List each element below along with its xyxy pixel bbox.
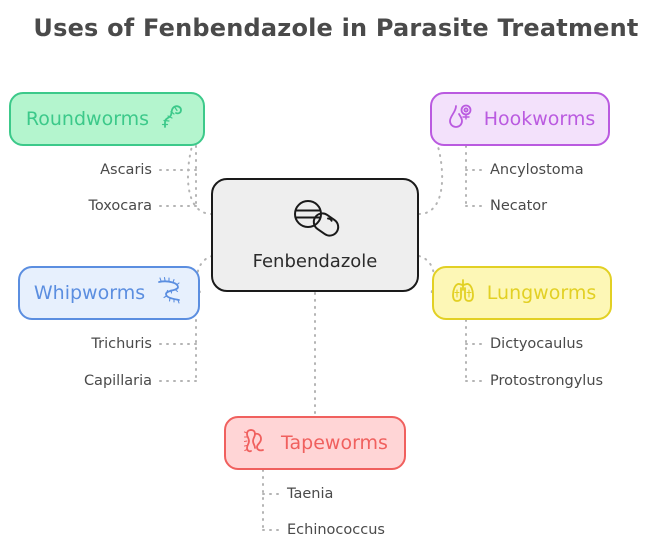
branch-node-roundworms[interactable]: Roundworms [9, 92, 205, 146]
leaf-label-capillaria: Capillaria [83, 373, 152, 389]
branch-node-whipworms[interactable]: Whipworms [18, 266, 200, 320]
whipworm-icon [154, 276, 184, 311]
leaf-label-ascaris: Ascaris [100, 162, 152, 178]
leaf-label-echinococcus: Echinococcus [287, 522, 385, 538]
lungs-icon [448, 276, 478, 311]
branch-node-tapeworms[interactable]: Tapeworms [224, 416, 406, 470]
center-node-label: Fenbendazole [252, 250, 378, 272]
leaf-label-protostrongylus: Protostrongylus [490, 373, 604, 389]
tapeworm-icon [242, 426, 272, 461]
leaf-label-necator: Necator [490, 198, 548, 214]
branch-label-roundworms: Roundworms [25, 107, 150, 130]
leaf-label-taenia: Taenia [287, 486, 334, 502]
leaf-label-ancylostoma: Ancylostoma [490, 162, 584, 178]
center-node-fenbendazole[interactable]: Fenbendazole [211, 178, 419, 292]
branch-label-tapeworms: Tapeworms [281, 431, 388, 454]
roundworm-icon [158, 102, 188, 137]
leaf-label-toxocara: Toxocara [88, 198, 152, 214]
pills-icon [286, 199, 344, 245]
hookworm-icon [445, 102, 475, 137]
branch-label-hookworms: Hookworms [483, 107, 596, 130]
leaf-label-dictyocaulus: Dictyocaulus [490, 336, 584, 352]
branch-node-lungworms[interactable]: Lungworms [432, 266, 612, 320]
branch-label-lungworms: Lungworms [486, 281, 597, 304]
branch-node-hookworms[interactable]: Hookworms [430, 92, 610, 146]
page-title: Uses of Fenbendazole in Parasite Treatme… [33, 14, 639, 42]
branch-label-whipworms: Whipworms [33, 281, 146, 304]
leaf-label-trichuris: Trichuris [91, 336, 152, 352]
